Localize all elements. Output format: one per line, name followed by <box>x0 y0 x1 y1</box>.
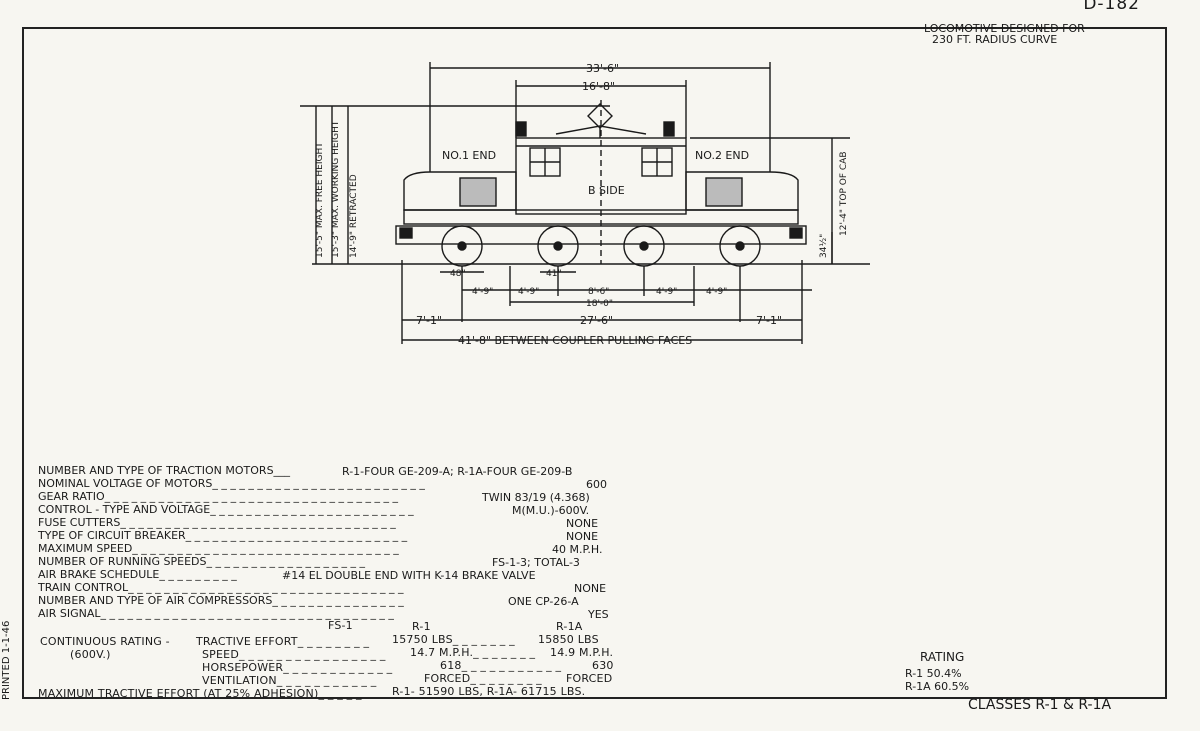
spec-value: NONE <box>566 517 599 530</box>
spec-value: FS-1-3; TOTAL-3 <box>492 556 580 569</box>
rating-r1: R-1 50.4% <box>905 667 962 680</box>
headlight-right <box>663 121 675 137</box>
spec-value: #14 EL DOUBLE END WITH K-14 BRAKE VALVE <box>282 569 536 582</box>
dim-wb3: 4'-9" <box>656 287 677 297</box>
col-fs1: FS-1 <box>328 619 353 632</box>
dim-wb2: 4'-9" <box>518 287 539 297</box>
continuous-rating-label: CONTINUOUS RATING - <box>40 635 170 648</box>
spec-label: NUMBER AND TYPE OF TRACTION MOTORS___ <box>38 464 291 477</box>
spec-value: NONE <box>574 582 607 595</box>
spec-value: NONE <box>566 530 599 543</box>
max-te-value: R-1- 51590 LBS, R-1A- 61715 LBS. <box>392 685 586 698</box>
rating-title: RATING <box>920 650 965 664</box>
rating-row-r1a: 630 <box>592 659 614 672</box>
rating-row-r1a: 15850 LBS <box>538 633 599 646</box>
dim-coupler-height: 34½" <box>819 234 829 258</box>
rating-voltage: (600V.) <box>70 648 111 661</box>
dim-wheel-48: 48" <box>450 269 466 279</box>
classes-label: CLASSES R-1 & R-1A <box>968 697 1112 713</box>
dim-top-of-cab: 12'-4" TOP OF CAB <box>839 151 849 236</box>
grille-left <box>459 177 497 207</box>
dim-truck-centers: 8'-6" <box>588 287 609 297</box>
spec-label: NOMINAL VOLTAGE OF MOTORS_ _ _ _ _ _ _ _… <box>38 477 425 490</box>
coupler-right <box>789 227 803 239</box>
rating-row-r1: 618_ _ _ _ _ _ _ _ _ _ _ <box>440 659 562 672</box>
dim-rigid: 18'-0" <box>586 299 613 309</box>
spec-label: AIR SIGNAL_ _ _ _ _ _ _ _ _ _ _ _ _ _ _ … <box>38 607 394 620</box>
dim-overhang-left: 7'-1" <box>416 314 442 327</box>
printed-date: PRINTED 1-1-46 <box>1 620 12 700</box>
curve-note-line-1: LOCOMOTIVE DESIGNED FOR <box>924 22 1085 35</box>
end-label-no2: NO.2 END <box>695 149 749 162</box>
max-te-label: MAXIMUM TRACTIVE EFFORT (AT 25% ADHESION… <box>38 687 362 700</box>
spec-label: AIR BRAKE SCHEDULE_ _ _ _ _ _ _ _ _ <box>38 568 237 581</box>
rating-row-label: VENTILATION_ _ _ _ _ _ _ _ _ _ _ <box>202 674 377 687</box>
spec-value: 600 <box>586 478 607 491</box>
dim-wheel-41: 41" <box>546 269 562 279</box>
dim-total-wheelbase: 27'-6" <box>580 314 613 327</box>
grille-right <box>705 177 743 207</box>
pantograph <box>555 125 647 135</box>
rating-row-label: TRACTIVE EFFORT_ _ _ _ _ _ _ _ <box>196 635 370 648</box>
rating-row-r1: FORCED_ _ _ _ _ _ _ _ <box>424 672 542 685</box>
pantograph-head <box>587 103 613 129</box>
drawing-frame <box>22 27 1167 699</box>
rating-r1a: R-1A 60.5% <box>905 680 970 693</box>
spec-label: NUMBER OF RUNNING SPEEDS_ _ _ _ _ _ _ _ … <box>38 555 365 568</box>
hood-no1 <box>403 171 517 211</box>
rating-row-label: SPEED_ _ _ _ _ _ _ _ _ _ _ _ _ _ _ _ <box>202 648 386 661</box>
spec-label: FUSE CUTTERS_ _ _ _ _ _ _ _ _ _ _ _ _ _ … <box>38 516 396 529</box>
dim-cab: 16'-8" <box>582 80 615 93</box>
coupler-left <box>399 227 413 239</box>
spec-label: TYPE OF CIRCUIT BREAKER_ _ _ _ _ _ _ _ _… <box>38 529 408 542</box>
side-label: B SIDE <box>588 184 625 197</box>
dim-wb1: 4'-9" <box>472 287 493 297</box>
rating-row-r1a: FORCED <box>566 672 613 685</box>
rating-row-r1a: 14.9 M.P.H. <box>550 646 614 659</box>
col-r1a: R-1A <box>556 620 583 633</box>
spec-label: CONTROL - TYPE AND VOLTAGE_ _ _ _ _ _ _ … <box>38 503 414 516</box>
spec-value: YES <box>588 608 609 621</box>
spec-label: TRAIN CONTROL_ _ _ _ _ _ _ _ _ _ _ _ _ _… <box>38 581 404 594</box>
dim-over-couplers: 41'-8" BETWEEN COUPLER PULLING FACES <box>458 334 692 347</box>
spec-value: M(M.U.)-600V. <box>512 504 590 517</box>
dim-max-free-height: 15'-5" MAX. FREE HEIGHT <box>315 142 325 258</box>
headlight-left <box>515 121 527 137</box>
dim-max-working-height: 15'-3" MAX. WORKING HEIGHT <box>331 120 341 258</box>
col-r1: R-1 <box>412 620 431 633</box>
dim-overall-top: 33'-6" <box>586 62 619 75</box>
spec-label: GEAR RATIO_ _ _ _ _ _ _ _ _ _ _ _ _ _ _ … <box>38 490 399 503</box>
rating-row-r1: 14.7 M.P.H._ _ _ _ _ _ _ <box>410 646 536 659</box>
curve-note-line-2: 230 FT. RADIUS CURVE <box>932 33 1058 46</box>
dim-retracted: 14'-9" RETRACTED <box>349 174 359 258</box>
rating-row-label: HORSEPOWER_ _ _ _ _ _ _ _ _ _ _ _ <box>202 661 393 674</box>
rating-row-r1: 15750 LBS_ _ _ _ _ _ _ <box>392 633 515 646</box>
spec-value: R-1-FOUR GE-209-A; R-1A-FOUR GE-209-B <box>342 465 573 478</box>
spec-label: MAXIMUM SPEED_ _ _ _ _ _ _ _ _ _ _ _ _ _… <box>38 542 399 555</box>
curve-note: LOCOMOTIVE DESIGNED FOR 230 FT. RADIUS C… <box>924 23 1085 45</box>
spec-value: TWIN 83/19 (4.368) <box>482 491 590 504</box>
spec-label: NUMBER AND TYPE OF AIR COMPRESSORS_ _ _ … <box>38 594 404 607</box>
dim-overhang-right: 7'-1" <box>756 314 782 327</box>
dim-wb4: 4'-9" <box>706 287 727 297</box>
spec-value: 40 M.P.H. <box>552 543 603 556</box>
spec-value: ONE CP-26-A <box>508 595 579 608</box>
sheet-number: D-182 <box>1083 0 1140 14</box>
end-label-no1: NO.1 END <box>442 149 496 162</box>
